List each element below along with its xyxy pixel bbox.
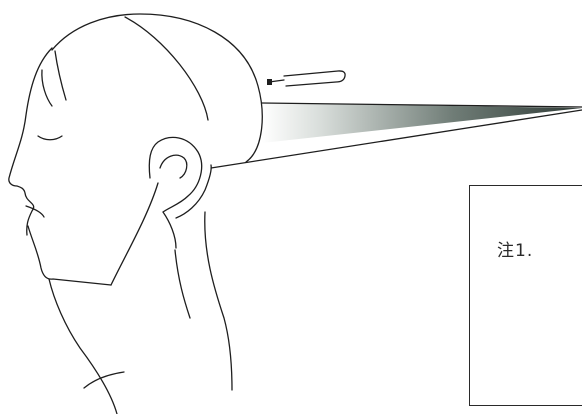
head-profile-icon <box>8 13 263 414</box>
beam-lower-edge <box>210 109 582 169</box>
flat-iron-tool-icon <box>267 70 346 87</box>
beam-shape <box>262 103 582 143</box>
note-label: 注1. <box>497 241 534 261</box>
note-box: 注1. <box>469 185 582 406</box>
beam-upper-edge <box>261 102 582 108</box>
